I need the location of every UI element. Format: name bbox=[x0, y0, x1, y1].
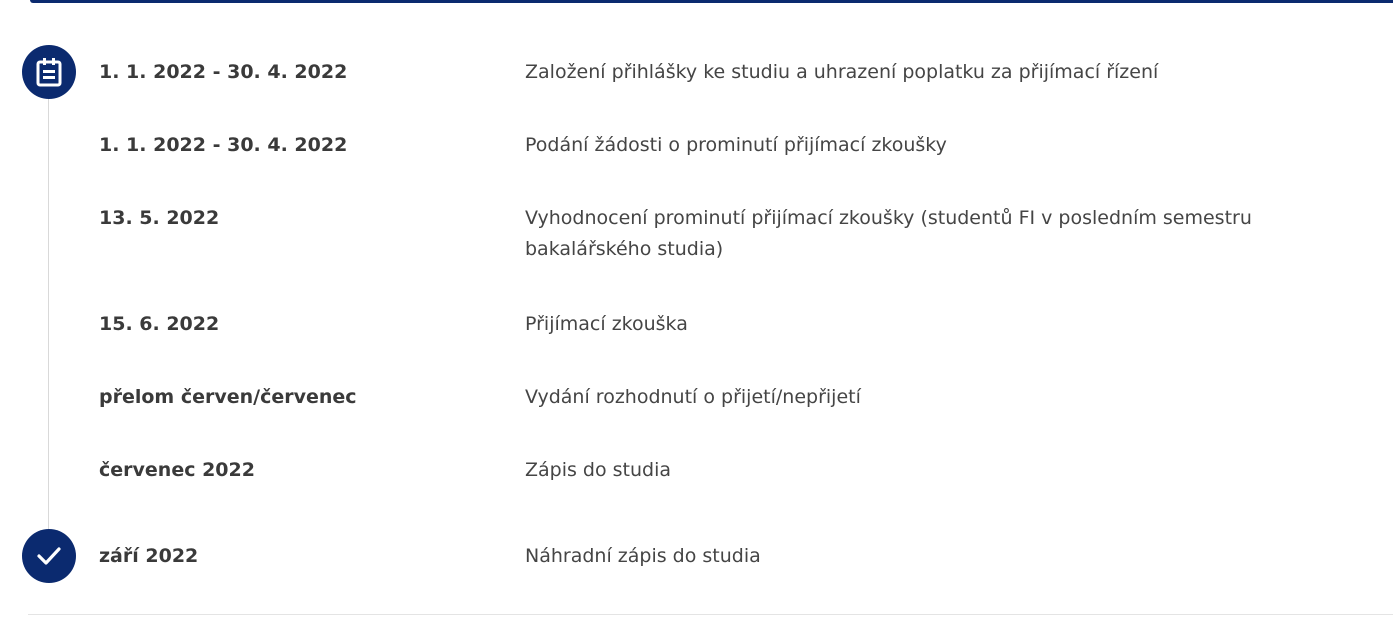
top-accent-bar bbox=[30, 0, 1393, 3]
timeline-start-marker bbox=[22, 45, 76, 99]
timeline-description: Založení přihlášky ke studiu a uhrazení … bbox=[525, 61, 1159, 83]
timeline-description: Přijímací zkouška bbox=[525, 313, 688, 335]
timeline-line bbox=[48, 95, 49, 535]
timeline-date: 15. 6. 2022 bbox=[99, 313, 220, 335]
check-icon bbox=[37, 547, 61, 565]
timeline-end-marker bbox=[22, 529, 76, 583]
timeline-date: září 2022 bbox=[99, 545, 199, 567]
timeline-description: Náhradní zápis do studia bbox=[525, 545, 761, 567]
timeline-date: 1. 1. 2022 - 30. 4. 2022 bbox=[99, 134, 348, 156]
timeline-date: 1. 1. 2022 - 30. 4. 2022 bbox=[99, 61, 348, 83]
timeline-date: přelom červen/červenec bbox=[99, 386, 357, 408]
timeline-description: Vydání rozhodnutí o přijetí/nepřijetí bbox=[525, 386, 861, 408]
calendar-icon bbox=[36, 58, 62, 87]
timeline-date: 13. 5. 2022 bbox=[99, 207, 220, 229]
timeline-description: Podání žádosti o prominutí přijímací zko… bbox=[525, 134, 947, 156]
timeline-date: červenec 2022 bbox=[99, 459, 255, 481]
bottom-divider bbox=[28, 614, 1393, 615]
timeline-description: Zápis do studia bbox=[525, 459, 672, 481]
timeline-description: Vyhodnocení prominutí přijímací zkoušky … bbox=[525, 207, 1252, 260]
